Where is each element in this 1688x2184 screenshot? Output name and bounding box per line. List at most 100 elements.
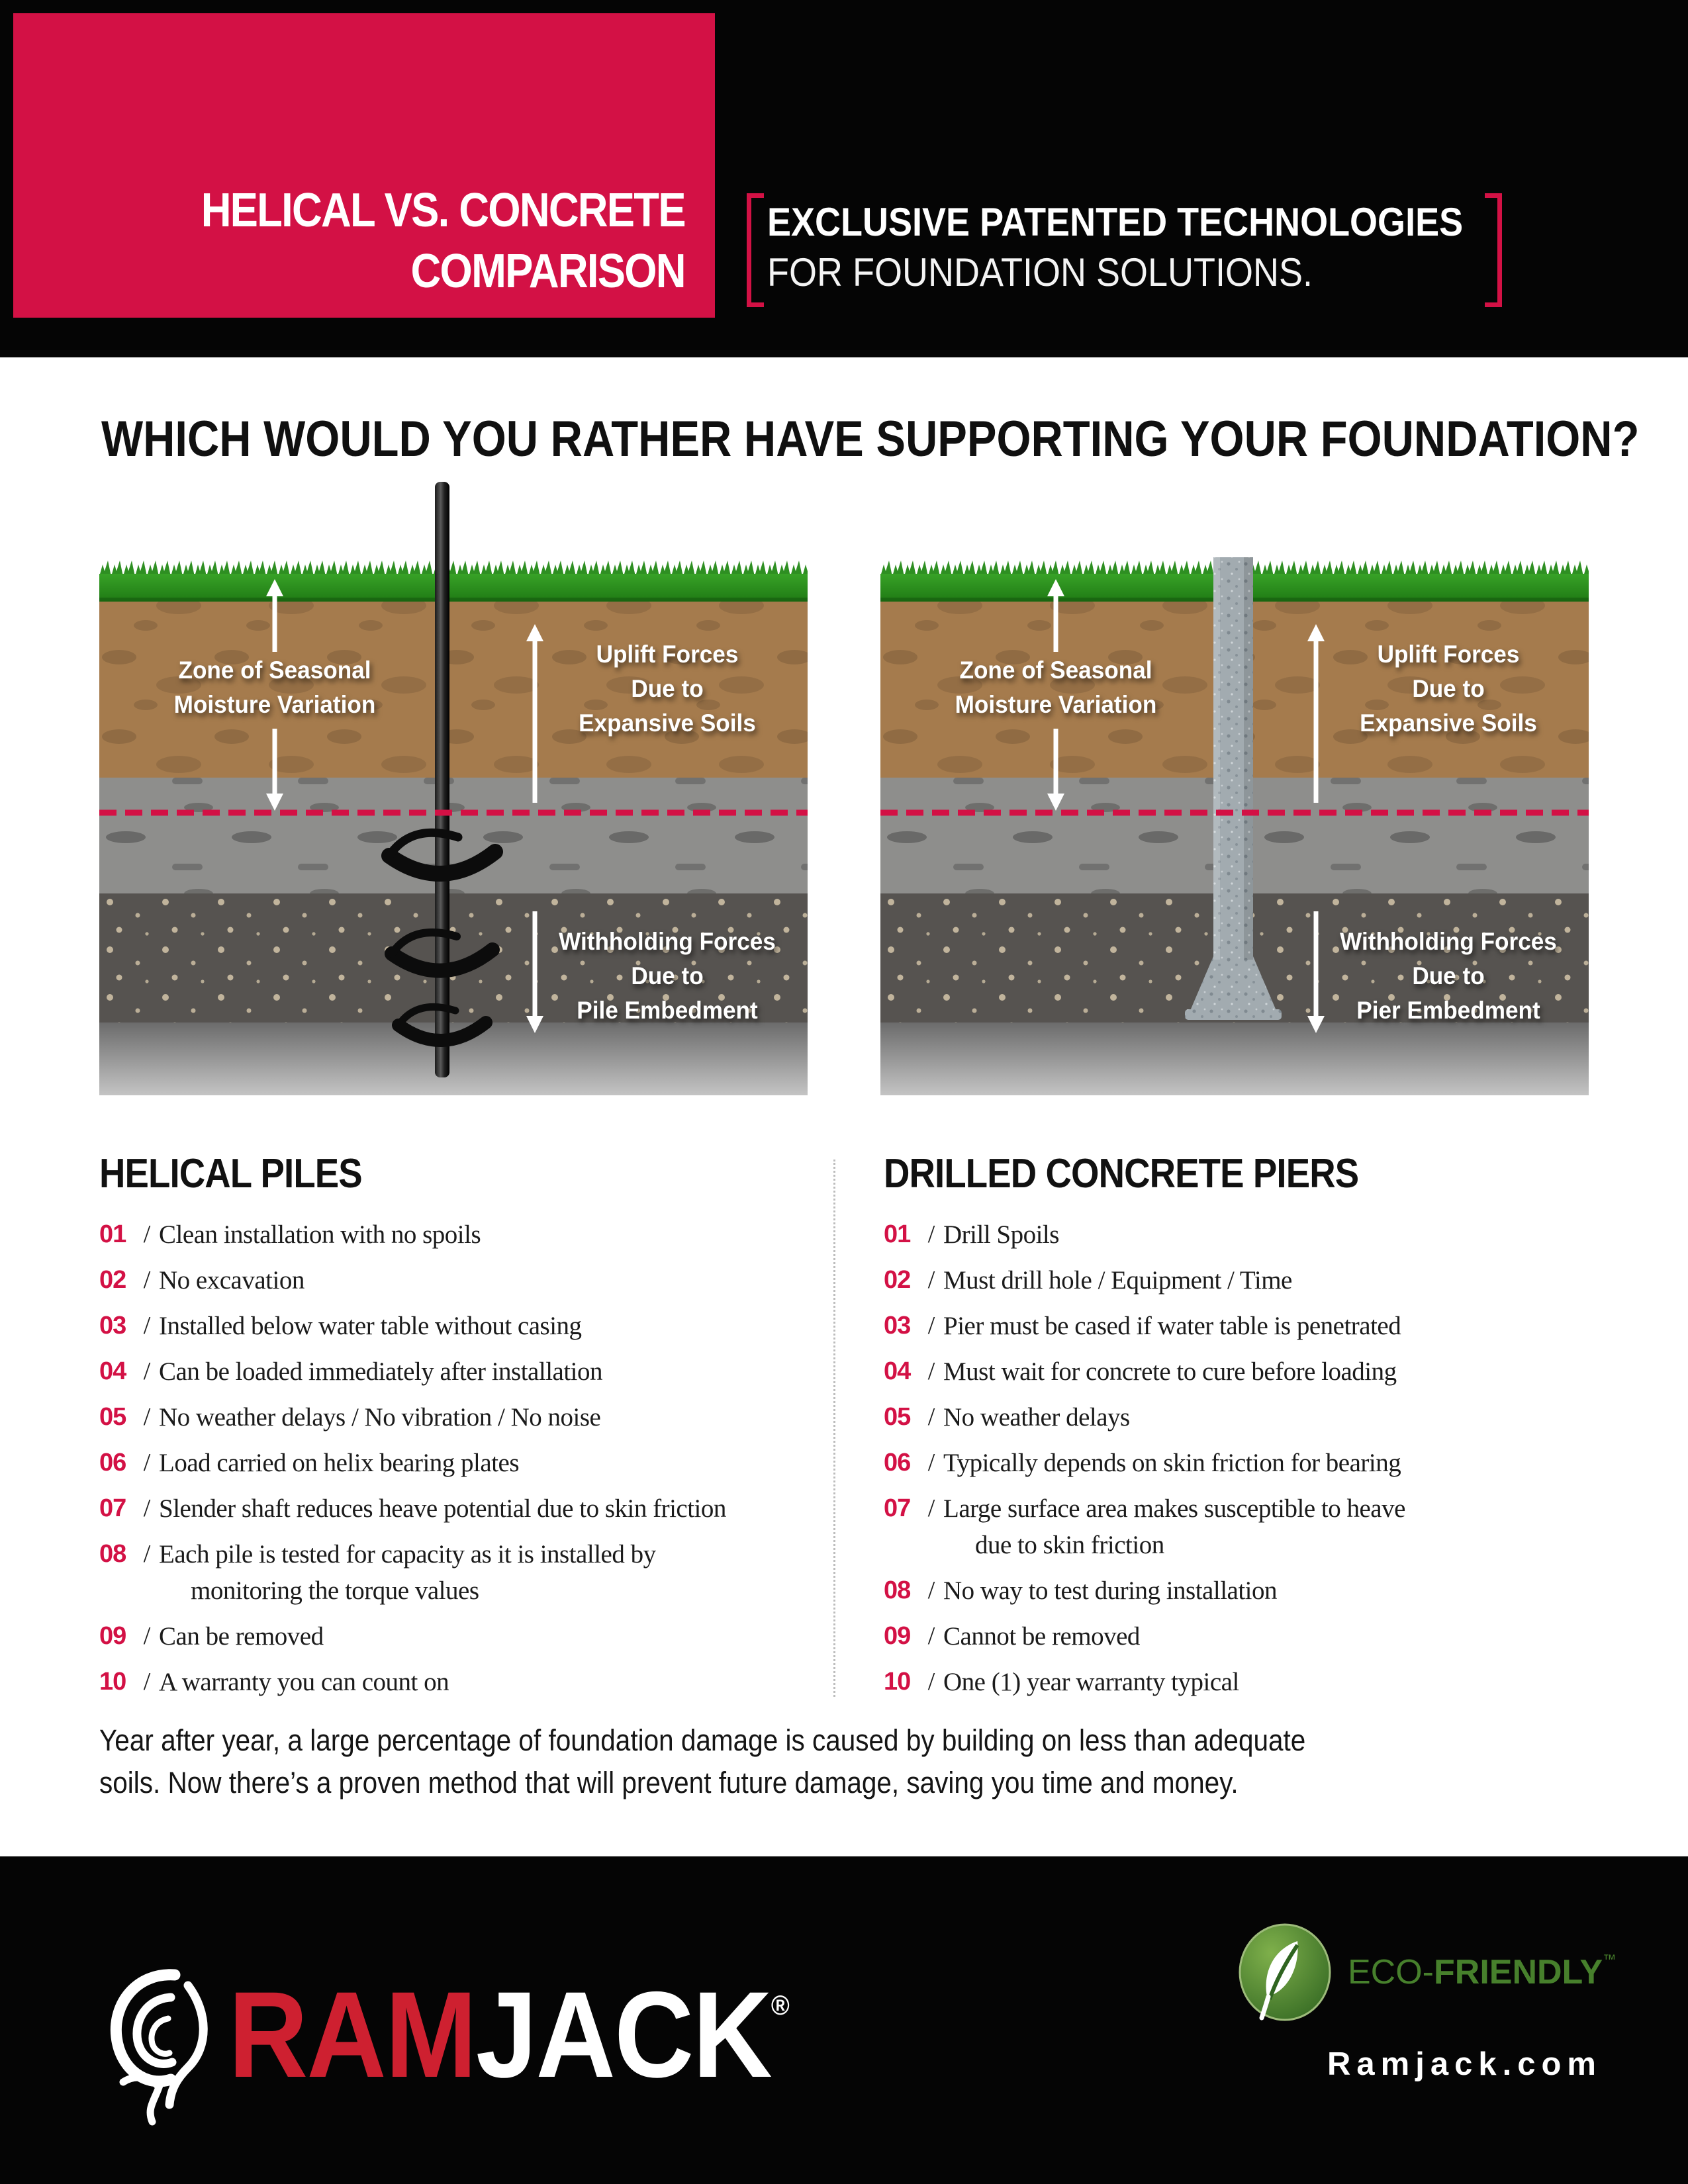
label-line: Year after year, a large percentage of f… xyxy=(99,1723,1306,1757)
item-number: 09 xyxy=(884,1622,911,1650)
page-title: HELICAL VS. CONCRETE COMPARISON xyxy=(201,180,686,302)
label-line: Expansive Soils xyxy=(1360,709,1537,737)
item-separator: / xyxy=(927,1220,935,1248)
item-separator: / xyxy=(143,1357,151,1385)
withholding-arrow xyxy=(1307,911,1325,1033)
helical-piles-heading: HELICAL PILES xyxy=(99,1151,363,1197)
item-text: Must drill hole / Equipment / Time xyxy=(943,1266,1292,1295)
item-text: No weather delays xyxy=(943,1403,1130,1432)
label-line: Due to xyxy=(631,962,704,989)
item-number: 10 xyxy=(884,1668,911,1696)
bedrock-layer xyxy=(880,1023,1589,1095)
list-item: 01 / Clean installation with no spoils xyxy=(99,1216,831,1253)
item-number: 02 xyxy=(884,1266,911,1294)
list-item: 07/Slender shaft reduces heave potential… xyxy=(99,1490,831,1527)
helix-plate-1 xyxy=(381,828,503,882)
label-line: Pile Embedment xyxy=(577,997,758,1024)
tagline-line1: EXCLUSIVE PATENTED TECHNOLOGIES xyxy=(767,200,1464,244)
label-line: Zone of Seasonal xyxy=(178,657,371,684)
label-line: Due to xyxy=(631,675,704,702)
list-item: 08 / Each pile is tested for capacity as i… xyxy=(99,1536,831,1609)
eco-leaf-icon xyxy=(1239,1923,1331,2021)
item-number: 01 xyxy=(99,1220,126,1248)
tagline-line2: FOR FOUNDATION SOLUTIONS. xyxy=(767,250,1313,295)
list-item: 02/No excavation xyxy=(99,1262,831,1298)
item-separator: / xyxy=(927,1576,935,1604)
eco-prefix: ECO- xyxy=(1348,1953,1434,1991)
item-number: 07 xyxy=(884,1494,911,1522)
label-line: Withholding Forces xyxy=(1340,928,1557,955)
website-link[interactable]: Ramjack.com xyxy=(1327,2046,1602,2082)
item-separator: / xyxy=(927,1494,935,1522)
page-title-line2: COMPARISON xyxy=(410,245,686,298)
label-line: Expansive Soils xyxy=(579,709,756,737)
list-item: 05/No weather delays / No vibration / No… xyxy=(99,1399,831,1435)
page-title-line1: HELICAL VS. CONCRETE xyxy=(201,184,686,237)
item-number: 08 xyxy=(884,1576,911,1604)
helical-pile-graphic xyxy=(381,482,503,1077)
item-text: Cannot be removed xyxy=(943,1622,1140,1651)
item-number: 08 xyxy=(99,1540,126,1568)
concrete-piers-heading: DRILLED CONCRETE PIERS xyxy=(884,1151,1359,1197)
item-separator: / xyxy=(143,1494,151,1522)
eco-trademark: ™ xyxy=(1603,1952,1617,1967)
helix-plate-3 xyxy=(392,1003,492,1048)
uplift-arrow xyxy=(1307,624,1325,803)
withholding-arrow xyxy=(526,911,543,1033)
footer-band: RAMJACK® ECO-FRIENDLY™ Ramjack.com xyxy=(0,1856,1688,2184)
label-line: Moisture Variation xyxy=(955,691,1157,718)
item-separator: / xyxy=(143,1668,151,1696)
item-number: 09 xyxy=(99,1622,126,1650)
wordmark-ram: RAM xyxy=(228,1967,477,2103)
item-text: Each pile is tested for capacity as it i… xyxy=(159,1540,656,1605)
item-text: No way to test during installation xyxy=(943,1576,1278,1605)
item-text: Large surface area makes susceptible to … xyxy=(943,1494,1405,1559)
item-text: Installed below water table without casi… xyxy=(159,1312,582,1340)
header-band: HELICAL VS. CONCRETE COMPARISON EXCLUSIV… xyxy=(0,0,1688,357)
item-separator: / xyxy=(143,1220,151,1248)
question-heading: WHICH WOULD YOU RATHER HAVE SUPPORTING Y… xyxy=(101,411,1640,467)
item-number: 06 xyxy=(99,1449,126,1477)
item-text: Typically depends on skin friction for b… xyxy=(943,1449,1401,1477)
item-separator: / xyxy=(927,1622,935,1650)
item-separator: / xyxy=(143,1540,151,1568)
grass-layer xyxy=(99,574,808,602)
item-separator: / xyxy=(927,1449,935,1477)
item-separator: / xyxy=(927,1403,935,1431)
item-separator: / xyxy=(143,1266,151,1294)
list-item: 03/Pier must be cased if water table is … xyxy=(884,1308,1615,1344)
list-item: 04/Must wait for concrete to cure before… xyxy=(884,1353,1615,1390)
item-text: Clean installation with no spoils xyxy=(159,1220,481,1249)
item-separator: / xyxy=(927,1312,935,1340)
list-item: 02/Must drill hole / Equipment / Time xyxy=(884,1262,1615,1298)
label-line: Uplift Forces xyxy=(1377,641,1520,668)
item-number: 10 xyxy=(99,1668,126,1696)
item-number: 03 xyxy=(99,1312,126,1340)
item-text: Pier must be cased if water table is pen… xyxy=(943,1312,1401,1340)
label-line: Due to xyxy=(1412,675,1485,702)
helix-plate-2 xyxy=(385,929,500,978)
label-line: Uplift Forces xyxy=(596,641,739,668)
item-text: Can be loaded immediately after installa… xyxy=(159,1357,603,1386)
list-item: 01/Drill Spoils xyxy=(884,1216,1615,1253)
helical-piles-list: 01 / Clean installation with no spoils 02/N… xyxy=(99,1216,831,1709)
ramjack-wordmark: RAMJACK® xyxy=(228,1974,790,2097)
item-separator: / xyxy=(143,1403,151,1431)
list-item: 04/Can be loaded immediately after insta… xyxy=(99,1353,831,1390)
soil-cross-section-right xyxy=(880,557,1589,1095)
list-item: 08 / No way to test during installation xyxy=(884,1572,1615,1609)
item-separator: / xyxy=(143,1449,151,1477)
label-line: Withholding Forces xyxy=(559,928,776,955)
eco-friendly-text: ECO-FRIENDLY™ xyxy=(1348,1952,1616,1992)
list-item: 05/No weather delays xyxy=(884,1399,1615,1435)
list-item: 03/Installed below water table without c… xyxy=(99,1308,831,1344)
